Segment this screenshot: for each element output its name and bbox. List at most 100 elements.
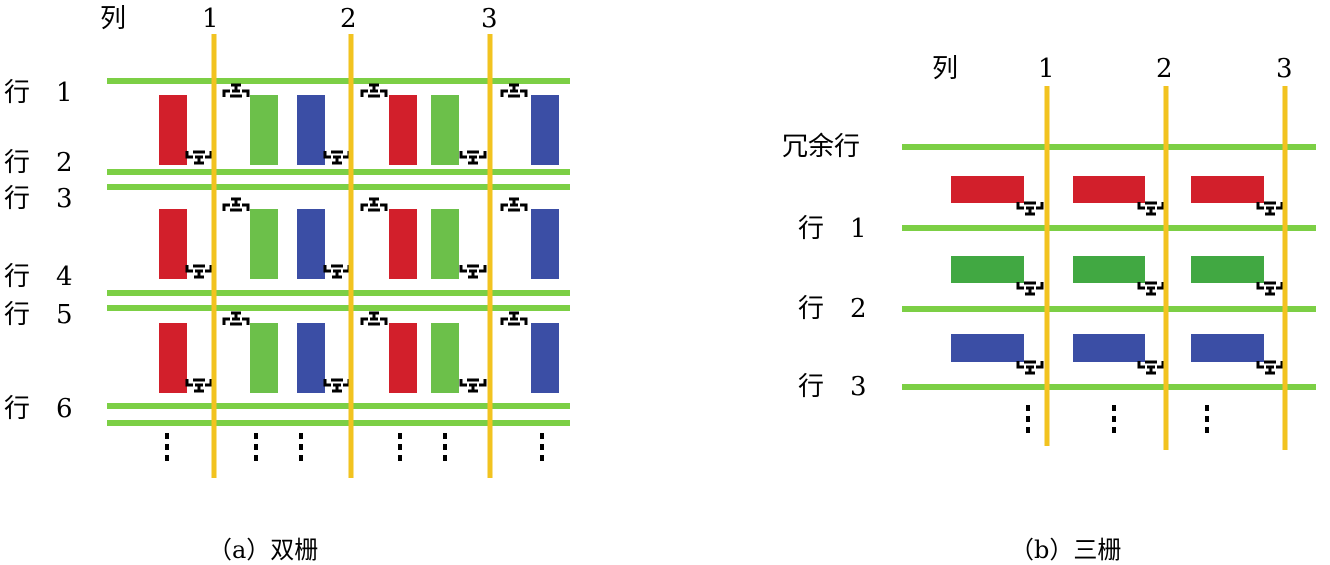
panel-b-column-label-3: 3	[1276, 54, 1293, 84]
panel-b-row-label-3: 行 3	[798, 372, 867, 402]
panel-a-subpixel-red	[159, 323, 187, 393]
panel-b-tft-icon	[1016, 201, 1044, 216]
panel-a-row-label-3: 行 3	[4, 184, 73, 214]
panel-a-tft-icon	[459, 150, 487, 165]
panel-a-subpixel-green	[250, 95, 278, 165]
panel-a-column-header: 列	[100, 4, 127, 34]
panel-b-ellipsis	[1112, 427, 1116, 433]
panel-a-subpixel-red	[389, 323, 417, 393]
panel-a-subpixel-blue	[297, 95, 325, 165]
panel-a-subpixel-blue	[531, 95, 559, 165]
panel-b-subpixel-red	[1191, 176, 1264, 203]
panel-a-ellipsis	[398, 433, 402, 439]
panel-b-tft-icon	[1016, 281, 1044, 296]
panel-b-data-line	[1044, 86, 1050, 446]
panel-a-subpixel-red	[389, 209, 417, 279]
panel-b-data-line	[1282, 86, 1288, 450]
panel-b-subpixel-blue	[1191, 334, 1264, 362]
panel-a-ellipsis	[165, 444, 169, 450]
panel-b-ellipsis	[1026, 427, 1030, 433]
panel-b-column-label-1: 1	[1038, 54, 1055, 84]
panel-b-ellipsis	[1026, 416, 1030, 422]
panel-a-ellipsis	[398, 444, 402, 450]
panel-a-tft-icon	[500, 311, 528, 326]
panel-a-tft-icon	[459, 378, 487, 393]
panel-a-ellipsis	[540, 444, 544, 450]
panel-a-data-line	[211, 34, 217, 478]
panel-a-row-label-5: 行 5	[4, 300, 73, 330]
panel-a-row-label-4: 行 4	[4, 262, 73, 292]
panel-a-gate-line	[107, 184, 570, 190]
panel-a-gate-line	[107, 169, 570, 175]
panel-a-tft-icon	[185, 378, 213, 393]
panel-b-ellipsis	[1112, 405, 1116, 411]
panel-a-tft-icon	[323, 150, 351, 165]
panel-b-ellipsis	[1112, 416, 1116, 422]
panel-a-ellipsis	[443, 455, 447, 461]
panel-b-tft-icon	[1256, 281, 1284, 296]
panel-b-subpixel-green_b	[951, 256, 1024, 283]
panel-b-ellipsis	[1205, 427, 1209, 433]
panel-b-subpixel-red	[1073, 176, 1145, 203]
panel-a-ellipsis	[540, 455, 544, 461]
panel-b-tft-icon	[1256, 201, 1284, 216]
panel-a-ellipsis	[398, 455, 402, 461]
panel-a-tft-icon	[185, 150, 213, 165]
panel-a-tft-icon	[360, 83, 388, 98]
panel-a-subpixel-blue	[531, 323, 559, 393]
panel-a-row-label-6: 行 6	[4, 394, 73, 424]
panel-a-subpixel-red	[159, 95, 187, 165]
panel-a-gate-line	[107, 403, 570, 409]
panel-a-subpixel-red	[159, 209, 187, 279]
panel-a-subpixel-green	[431, 323, 459, 393]
panel-a-tft-icon	[323, 378, 351, 393]
panel-a-caption: （a）双栅	[208, 536, 319, 564]
panel-b-ellipsis	[1026, 405, 1030, 411]
panel-a-tft-icon	[323, 264, 351, 279]
panel-b-data-line	[1163, 86, 1169, 450]
panel-b-ellipsis	[1205, 405, 1209, 411]
panel-a-tft-icon	[360, 197, 388, 212]
panel-b-subpixel-green_b	[1191, 256, 1264, 283]
panel-a-data-line	[348, 34, 354, 478]
panel-b-subpixel-blue	[1073, 334, 1145, 362]
panel-b-gate-line	[902, 306, 1316, 312]
panel-b-tft-icon	[1137, 201, 1165, 216]
panel-a-ellipsis	[443, 444, 447, 450]
panel-a-tft-icon	[459, 264, 487, 279]
panel-a-row-label-2: 行 2	[4, 148, 73, 178]
panel-b-tft-icon	[1137, 281, 1165, 296]
panel-a-tft-icon	[500, 83, 528, 98]
panel-a-subpixel-red	[389, 95, 417, 165]
panel-a-row-label-1: 行 1	[4, 78, 73, 108]
panel-a-subpixel-green	[431, 209, 459, 279]
panel-a-ellipsis	[254, 433, 258, 439]
panel-b-gate-line	[902, 225, 1316, 231]
panel-a-subpixel-blue	[297, 209, 325, 279]
panel-a-ellipsis	[299, 444, 303, 450]
panel-b-subpixel-red	[951, 176, 1024, 203]
panel-a-subpixel-green	[431, 95, 459, 165]
panel-a-column-label-2: 2	[340, 4, 357, 34]
panel-b-dummy-row-label: 冗余行	[782, 132, 861, 162]
panel-a-ellipsis	[540, 433, 544, 439]
panel-a-column-label-3: 3	[481, 4, 498, 34]
panel-a-tft-icon	[185, 264, 213, 279]
panel-a-ellipsis	[299, 455, 303, 461]
panel-b-ellipsis	[1205, 416, 1209, 422]
panel-a-gate-line	[107, 78, 570, 84]
panel-b-subpixel-blue	[951, 334, 1024, 362]
panel-a-tft-icon	[360, 311, 388, 326]
panel-b-row-label-1: 行 1	[798, 214, 867, 244]
panel-a-column-label-1: 1	[202, 4, 219, 34]
panel-b-tft-icon	[1016, 360, 1044, 375]
panel-a-ellipsis	[165, 455, 169, 461]
panel-a-ellipsis	[443, 433, 447, 439]
panel-a-ellipsis	[299, 433, 303, 439]
panel-a-tft-icon	[222, 311, 250, 326]
panel-a-tft-icon	[222, 83, 250, 98]
panel-a-gate-line	[107, 290, 570, 296]
panel-b-gate-line	[902, 144, 1316, 150]
